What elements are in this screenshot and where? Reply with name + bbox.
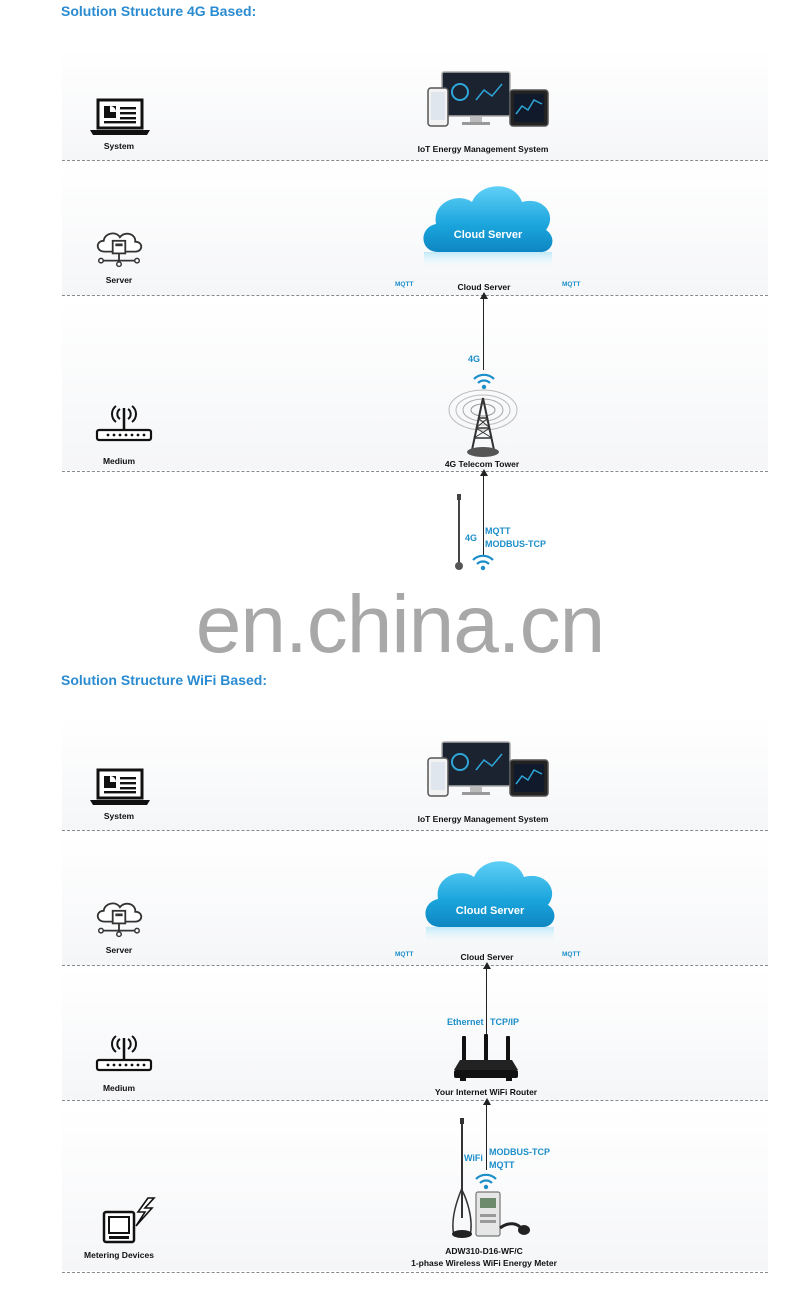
caption-meter-description: 1-phase Wireless WiFi Energy Meter (384, 1258, 584, 1268)
wifi-signal-icon (471, 553, 495, 571)
antenna-icon (452, 494, 466, 574)
arrow-up (483, 298, 484, 370)
cloud-shape-icon (420, 855, 560, 947)
telecom-tower-icon (448, 388, 518, 460)
caption-iot-system: IoT Energy Management System (383, 144, 583, 154)
band-medium-4g (62, 298, 768, 470)
divider (62, 830, 768, 831)
section-title-wifi: Solution Structure WiFi Based: (61, 672, 267, 688)
wifi-router-icon (450, 1032, 522, 1084)
divider (62, 471, 768, 472)
mqtt-label-left: MQTT (395, 951, 413, 958)
mqtt-label-left: MQTT (395, 281, 413, 288)
caption-meter-model: ADW310-D16-WF/C (384, 1246, 584, 1256)
row-label-medium: Medium (64, 456, 174, 466)
caption-telecom-tower: 4G Telecom Tower (422, 459, 542, 469)
caption-cloud-server: Cloud Server (437, 952, 537, 962)
divider (62, 160, 768, 161)
router-icon (94, 1030, 154, 1074)
arrow-up (483, 475, 484, 555)
laptop-chart-icon (90, 98, 150, 138)
row-label-medium: Medium (64, 1083, 174, 1093)
cloud-server-icon (92, 228, 146, 268)
divider (62, 965, 768, 966)
watermark: en.china.cn (0, 578, 800, 672)
proto-4g-upper: 4G (468, 354, 480, 364)
devices-dashboard-icon (426, 740, 550, 802)
row-label-server: Server (64, 945, 174, 955)
cloud-label: Cloud Server (420, 905, 560, 917)
cloud-shape-icon (418, 180, 558, 272)
proto-tcp-ip: TCP/IP (490, 1017, 519, 1027)
caption-iot-system: IoT Energy Management System (383, 814, 583, 824)
proto-ethernet: Ethernet (447, 1017, 484, 1027)
mqtt-label-right: MQTT (562, 951, 580, 958)
proto-modbus-tcp: MODBUS-TCP (485, 539, 546, 549)
energy-meter-icon (448, 1118, 532, 1244)
divider (62, 295, 768, 296)
caption-cloud-server: Cloud Server (434, 282, 534, 292)
caption-wifi-router: Your Internet WiFi Router (411, 1087, 561, 1097)
divider (62, 1100, 768, 1101)
cloud-label: Cloud Server (418, 229, 558, 241)
cloud-server-icon (92, 898, 146, 938)
band-medium-wifi (62, 968, 768, 1100)
row-label-server: Server (64, 275, 174, 285)
mqtt-label-right: MQTT (562, 281, 580, 288)
router-icon (94, 400, 154, 444)
proto-4g-lower: 4G (465, 533, 477, 543)
divider (62, 1272, 768, 1273)
devices-dashboard-icon (426, 70, 550, 132)
row-label-system: System (64, 811, 174, 821)
proto-mqtt: MQTT (485, 526, 511, 536)
row-label-system: System (64, 141, 174, 151)
laptop-chart-icon (90, 768, 150, 808)
row-label-metering: Metering Devices (64, 1250, 174, 1260)
section-title-4g: Solution Structure 4G Based: (61, 3, 256, 19)
metering-device-icon (100, 1196, 156, 1246)
